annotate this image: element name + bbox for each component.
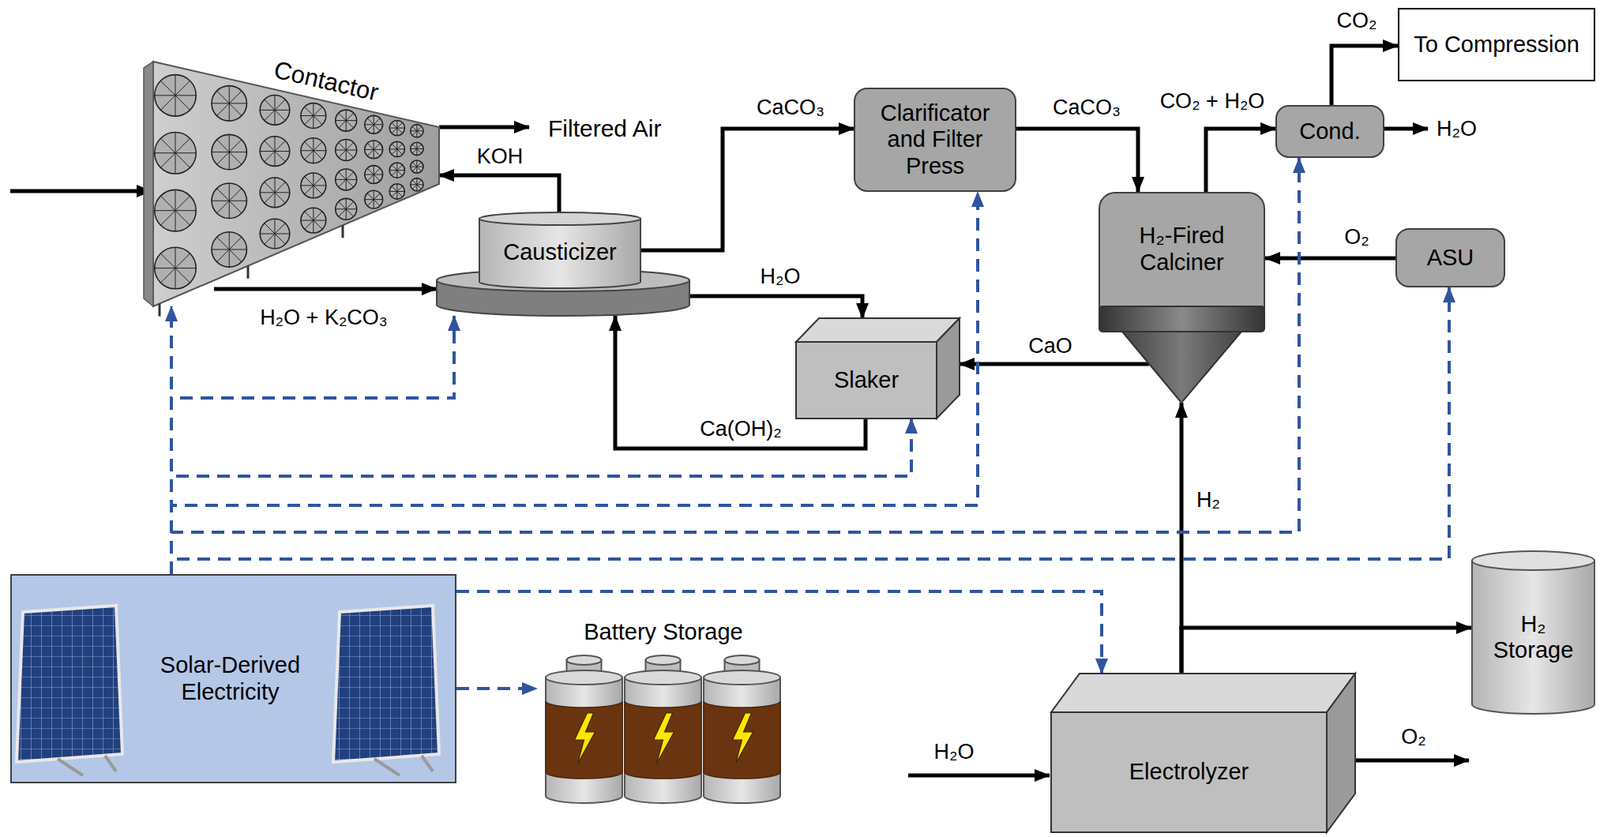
slaker-box: Slaker <box>796 318 960 419</box>
stream-label: CaCO₃ <box>1049 94 1124 121</box>
water-in-arrow <box>908 773 1050 778</box>
power-connector <box>171 315 455 575</box>
stream-label: CaCO₃ <box>753 94 828 121</box>
node-shape <box>1051 673 1356 833</box>
process-box: ASU <box>1395 228 1506 288</box>
flow-connector <box>439 175 560 213</box>
flow-connector <box>1016 128 1139 192</box>
filtered-air-arrow <box>439 125 530 130</box>
node-label: Causticizer <box>479 225 641 281</box>
node-shape <box>153 61 440 307</box>
node-label: Electrolyzer <box>1051 712 1327 833</box>
solar-panel-block: Solar-Derived Electricity <box>10 574 457 784</box>
node-label: To Compression <box>1397 7 1596 82</box>
electrolyzer-box: Electrolyzer <box>1051 673 1356 833</box>
causticizer-tank: Causticizer <box>436 212 690 316</box>
stream-label: CO₂ + H₂O <box>1156 88 1269 114</box>
stream-label: CO₂ <box>1333 7 1381 34</box>
power-connector <box>456 687 538 691</box>
node-label: Battery Storage <box>537 615 790 650</box>
stream-label: H₂ <box>1193 487 1224 513</box>
node-label: ASU <box>1395 228 1506 288</box>
flow-connector <box>959 362 1150 367</box>
flow-connector <box>1331 45 1398 106</box>
stream-label: KOH <box>473 143 527 170</box>
stream-label: H₂O + K₂CO₃ <box>256 304 391 331</box>
flow-connector <box>1205 128 1276 192</box>
flow-connector <box>640 128 854 251</box>
stream-label: CaO <box>1025 333 1076 359</box>
node-label: Slaker <box>796 341 937 419</box>
node-label: Clarificator and Filter Press <box>853 87 1017 192</box>
water-out-arrow <box>1384 127 1428 132</box>
process-box: Cond. <box>1275 105 1385 158</box>
flow-connector <box>214 287 437 292</box>
storage-tank: H₂ Storage <box>1471 551 1596 714</box>
power-connector <box>456 591 1102 674</box>
stream-label: O₂ <box>1397 724 1429 750</box>
power-connector <box>171 191 978 575</box>
power-connector <box>171 287 1450 575</box>
stream-label: Filtered Air <box>544 114 665 143</box>
output-box: To Compression <box>1397 7 1596 82</box>
process-box: Clarificator and Filter Press <box>853 87 1017 192</box>
node-label: Cond. <box>1275 105 1385 158</box>
node-label: Solar-Derived Electricity <box>128 613 332 744</box>
stream-label: Ca(OH)₂ <box>696 416 785 442</box>
stream-label: O₂ <box>1340 224 1372 250</box>
stream-label: H₂O <box>757 263 804 290</box>
flow-connector <box>1265 256 1396 261</box>
flow-connector <box>689 296 863 319</box>
node-label: H₂-Fired Calciner <box>1098 191 1266 307</box>
calciner-vessel: H₂-Fired Calciner <box>1098 191 1266 403</box>
power-connector <box>171 418 912 575</box>
stream-label: H₂O <box>1433 116 1480 142</box>
node-label: H₂ Storage <box>1485 570 1582 705</box>
contactor-unit: Contactor <box>153 61 440 307</box>
battery-storage: Battery Storage <box>537 615 790 808</box>
air-inlet-arrow <box>10 189 152 194</box>
flow-connector <box>1181 627 1472 674</box>
stream-label: H₂O <box>931 739 978 765</box>
